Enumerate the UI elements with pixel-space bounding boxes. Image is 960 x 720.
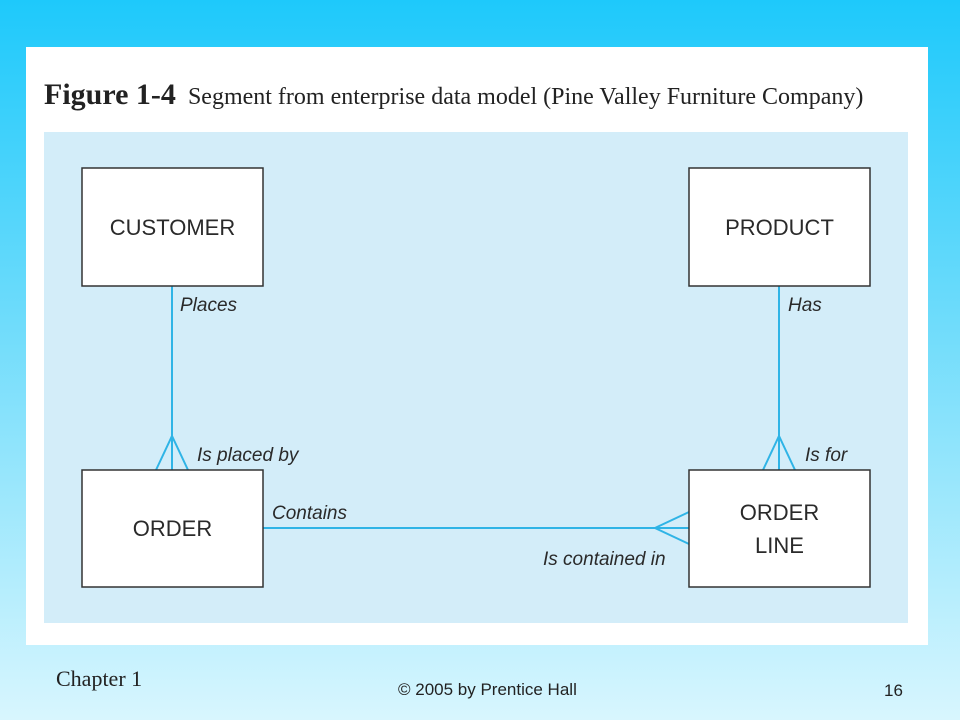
- figure-title: Figure 1-4 Segment from enterprise data …: [44, 78, 863, 112]
- entity-box-customer: [81, 167, 264, 287]
- entity-order-line: ORDER LINE: [688, 469, 871, 588]
- footer-copyright: © 2005 by Prentice Hall: [398, 680, 577, 699]
- rel-label-is-for: Is for: [805, 445, 848, 466]
- entity-box-product: [688, 167, 871, 287]
- relationship-product-orderline: [762, 286, 796, 471]
- entity-product: PRODUCT: [688, 167, 871, 287]
- entity-box-order-line: [688, 469, 871, 588]
- rel-label-has: Has: [788, 295, 822, 316]
- rel-label-is-contained-in: Is contained in: [543, 549, 666, 570]
- entity-customer: CUSTOMER: [81, 167, 264, 287]
- footer-chapter: Chapter 1: [56, 666, 143, 691]
- rel-label-is-placed-by: Is placed by: [197, 445, 300, 466]
- entity-label-customer: CUSTOMER: [110, 215, 236, 240]
- entity-label-order-line-1: ORDER: [740, 500, 819, 525]
- entity-box-order: [81, 469, 264, 588]
- relationship-customer-order: [155, 286, 189, 471]
- entity-label-order: ORDER: [133, 516, 212, 541]
- crowfoot-orderline-many-product: [762, 433, 796, 471]
- rel-label-places: Places: [180, 295, 238, 316]
- page-number: 16: [884, 681, 903, 700]
- entity-label-order-line-2: LINE: [755, 533, 804, 558]
- figure-caption: Segment from enterprise data model (Pine…: [187, 84, 864, 110]
- entity-order: ORDER: [81, 469, 264, 588]
- figure-number: Figure 1-4: [44, 78, 176, 111]
- rel-label-contains: Contains: [272, 503, 347, 524]
- crowfoot-orderline-many-order: [652, 511, 690, 545]
- relationship-order-orderline: [263, 511, 690, 545]
- crowfoot-order-many: [155, 433, 189, 471]
- entity-label-product: PRODUCT: [725, 215, 834, 240]
